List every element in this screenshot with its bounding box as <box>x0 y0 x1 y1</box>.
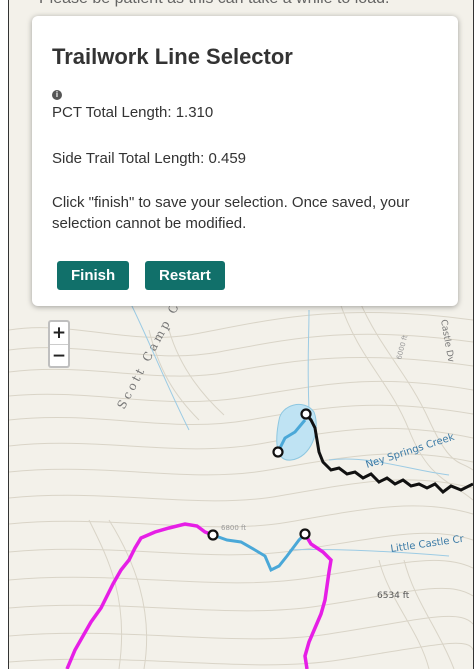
endpoint-marker <box>299 528 311 540</box>
side-trail-upper <box>276 419 307 453</box>
loading-hint: Please be patient as this can take a whi… <box>39 0 389 8</box>
side-trail-total-length: Side Trail Total Length: 0.459 <box>52 150 247 167</box>
pct-line <box>65 522 214 669</box>
endpoint-marker <box>272 446 284 458</box>
map-label-elevation: 6534 ft <box>377 591 410 601</box>
contour-lines <box>9 299 473 669</box>
restart-button[interactable]: Restart <box>145 261 225 290</box>
endpoint-marker <box>207 529 219 541</box>
pct-total-length: PCT Total Length: 1.310 <box>52 104 214 121</box>
zoom-control: + − <box>48 320 70 368</box>
finish-button[interactable]: Finish <box>57 261 130 290</box>
panel-title: Trailwork Line Selector <box>52 44 293 69</box>
map-label-elev-small: 6800 ft <box>221 524 246 532</box>
app-frame: Scott Camp Cr Ney Springs Creek Little C… <box>8 0 474 669</box>
existing-trail <box>304 413 473 494</box>
zoom-out-button[interactable]: − <box>50 344 68 366</box>
pct-line-right <box>303 533 333 669</box>
endpoint-marker <box>300 408 312 420</box>
line-selector-panel: Trailwork Line Selector i PCT Total Leng… <box>32 16 458 306</box>
zoom-in-button[interactable]: + <box>51 323 67 343</box>
creeks <box>128 299 450 557</box>
instruction-note: Click "finish" to save your selection. O… <box>52 194 410 232</box>
info-icon[interactable]: i <box>52 90 62 100</box>
side-trail-lower <box>212 532 307 573</box>
